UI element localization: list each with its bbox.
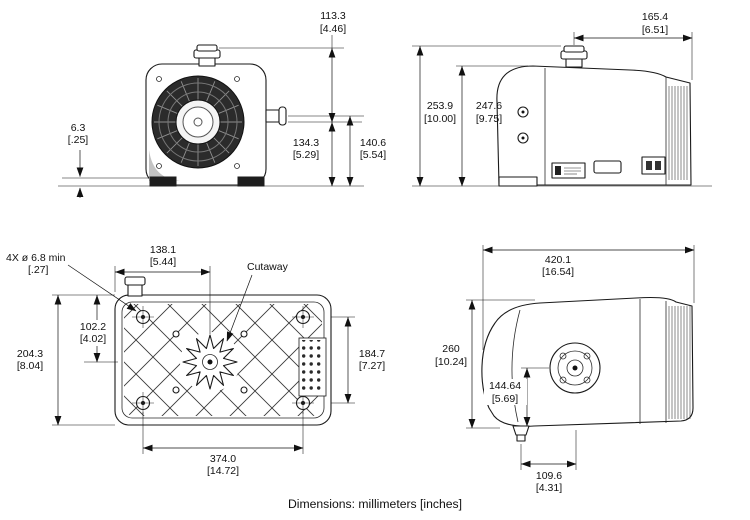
plan-view — [114, 276, 332, 426]
side-body — [496, 65, 692, 186]
front-foot-left — [149, 176, 177, 187]
dim-rear-shaft-in: [5.69] — [492, 393, 518, 405]
side-inlet-cap — [563, 45, 585, 53]
front-inlet-cap — [196, 44, 218, 52]
dim-side-inlet-rear-mm: 165.4 — [642, 11, 668, 23]
dim-side-inlet-rear-in: [6.51] — [642, 24, 668, 36]
holes-callout-in: [.27] — [28, 264, 49, 276]
dim-rear-drain-in: [4.31] — [536, 482, 562, 494]
side-view — [412, 45, 712, 187]
front-shading — [149, 150, 180, 181]
dim-plan-holesy-in: [7.27] — [359, 360, 385, 372]
plan-inlet-flange — [124, 276, 146, 286]
dim-plan-centery-in: [4.02] — [80, 333, 106, 345]
dim-plan-width-mm: 204.3 — [17, 348, 43, 360]
front-view — [58, 44, 364, 187]
dim-plan-holesy-mm: 184.7 — [359, 348, 385, 360]
dim-front-pad-in: [.25] — [68, 134, 89, 146]
dim-rear-shaft-mm: 144.64 — [489, 380, 521, 392]
dim-front-pad-mm: 6.3 — [71, 122, 86, 134]
units-note: Dimensions: millimeters [inches] — [288, 497, 462, 511]
fan-shaft — [193, 117, 203, 127]
dim-side-body-mm: 247.6 — [476, 100, 502, 112]
dim-front-center-in: [5.29] — [293, 149, 319, 161]
dim-front-knob-mm: 140.6 — [360, 137, 386, 149]
dim-plan-centery-mm: 102.2 — [80, 321, 106, 333]
dim-front-knob-in: [5.54] — [360, 149, 386, 161]
fan-hub-ring — [182, 106, 214, 138]
side-foot — [498, 176, 538, 187]
shaft-center — [202, 354, 218, 370]
dim-plan-width-in: [8.04] — [17, 360, 43, 372]
holes-callout: 4X ø 6.8 min — [6, 252, 66, 264]
mounting-holes — [132, 306, 314, 414]
cutaway-label: Cutaway — [247, 261, 289, 273]
front-knob-stem — [265, 109, 280, 123]
dimensions: 6.3 [.25] 113.3 [4.46] 134.3 [5.29] 140.… — [6, 10, 695, 494]
dim-plan-holesx-mm: 374.0 — [210, 453, 236, 465]
dim-front-inlet-mm: 113.3 — [320, 10, 346, 22]
fan-ring-inner — [167, 91, 229, 153]
rear-motor-fins — [668, 306, 691, 419]
dim-plan-centerx-mm: 138.1 — [150, 244, 176, 256]
rating-label — [593, 160, 622, 174]
fan-grille — [154, 78, 242, 166]
fan-ring-outer — [158, 82, 238, 162]
dim-side-overall-mm: 253.9 — [427, 100, 453, 112]
dim-rear-height-mm: 260 — [442, 343, 460, 355]
power-connector — [641, 156, 666, 175]
dim-rear-length-in: [16.54] — [542, 266, 574, 278]
dim-rear-height-in: [10.24] — [435, 356, 467, 368]
drain-plug — [512, 425, 530, 436]
motor-fins — [668, 86, 688, 180]
front-foot-right — [237, 176, 265, 187]
dim-rear-drain-mm: 109.6 — [536, 470, 562, 482]
dim-side-body-in: [9.75] — [476, 113, 502, 125]
dim-rear-length-mm: 420.1 — [545, 254, 571, 266]
rear-side-view — [481, 296, 694, 442]
dim-front-inlet-in: [4.46] — [320, 23, 346, 35]
dim-side-overall-in: [10.00] — [424, 113, 456, 125]
gas-ballast-knob — [278, 106, 287, 126]
dim-front-center-mm: 134.3 — [293, 137, 319, 149]
dim-plan-holesx-in: [14.72] — [207, 465, 239, 477]
dim-plan-centerx-in: [5.44] — [150, 256, 176, 268]
